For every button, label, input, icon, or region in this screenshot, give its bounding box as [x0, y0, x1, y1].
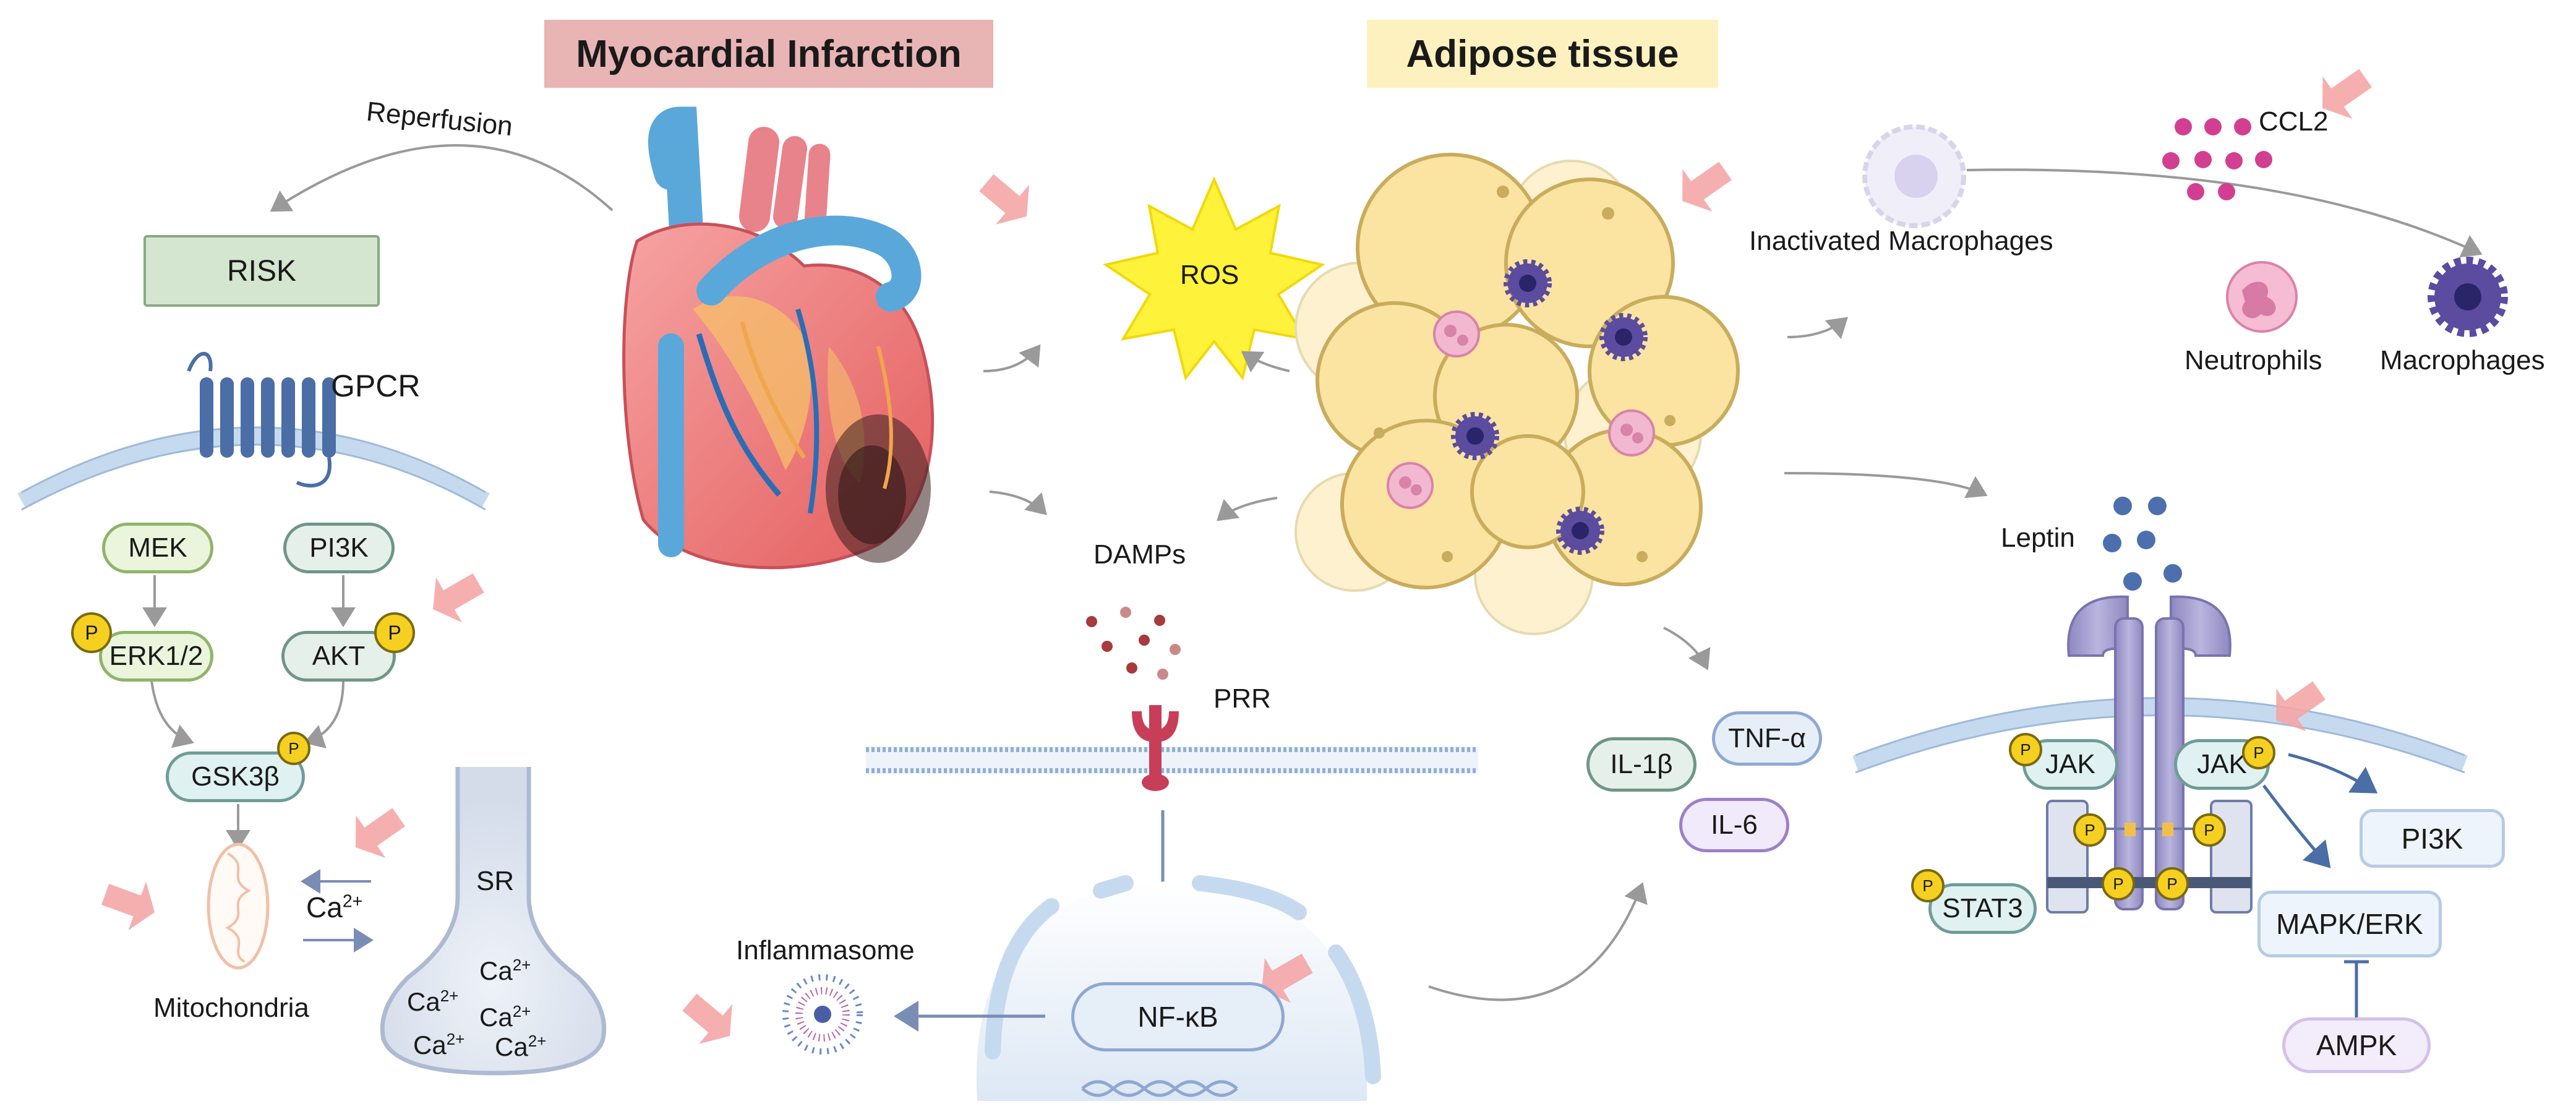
ca-symbol: Ca [306, 891, 343, 923]
ca-charge: 2+ [342, 891, 363, 912]
inflammasome-icon [782, 974, 863, 1055]
pi3k-right-box: PI3K [2360, 809, 2505, 868]
ca-charge: 2+ [528, 1032, 547, 1050]
ca-charge: 2+ [512, 1002, 531, 1021]
ca-symbol: Ca [407, 987, 440, 1016]
phospho-badge-receptor-2: P [2193, 813, 2226, 847]
sarcoplasmic-reticulum [380, 767, 607, 1076]
prr-label: PRR [1213, 683, 1271, 714]
ca-symbol: Ca [479, 1003, 513, 1032]
gpcr-receptor-icon [187, 351, 336, 488]
leptin-receptor-icon [2046, 595, 2253, 914]
gpcr-label: GPCR [331, 369, 421, 403]
jak-left-box: JAK [2022, 739, 2118, 790]
phospho-badge-akt: P [374, 612, 415, 653]
ros-label: ROS [1180, 260, 1239, 290]
mapk-erk-box: MAPK/ERK [2257, 891, 2442, 957]
ca-charge: 2+ [446, 1030, 465, 1048]
phospho-badge-erk: P [71, 612, 112, 653]
nfkb-box: NF-κB [1071, 982, 1285, 1051]
ccl2-dots-icon [2162, 118, 2272, 200]
il6-box: IL-6 [1679, 798, 1789, 852]
mek-box: MEK [102, 523, 213, 573]
damps-dots-icon [1086, 607, 1181, 680]
sr-ca-4: Ca2+ [413, 1030, 464, 1060]
inactivated-macrophages-label: Inactivated Macrophages [1749, 226, 2053, 256]
pink-highlight-arrows [101, 69, 2372, 1044]
stat3-box: STAT3 [1928, 883, 2037, 934]
sr-label: SR [476, 866, 515, 896]
tnfa-box: TNF-α [1712, 711, 1822, 766]
inactivated-macrophage-icon [1862, 124, 1966, 228]
ccl2-label: CCL2 [2259, 106, 2329, 137]
phospho-badge-gsk3b: P [277, 732, 310, 765]
adipose-header: Adipose tissue [1367, 20, 1718, 88]
damps-label: DAMPs [1093, 539, 1186, 570]
sr-ca-1: Ca2+ [479, 956, 531, 986]
pi3k-left-box: PI3K [283, 523, 395, 573]
tissue-macrophage-icon [1451, 259, 1648, 555]
ca-charge: 2+ [512, 956, 531, 974]
prr-membrane [866, 747, 1478, 774]
mitochondria-icon [207, 842, 270, 970]
leptin-label: Leptin [2001, 523, 2075, 553]
leptin-dots-icon [2103, 497, 2182, 591]
ca-flux-label: Ca2+ [306, 891, 362, 924]
neutrophil-icon [2226, 261, 2298, 333]
sr-ca-3: Ca2+ [479, 1002, 531, 1032]
inflammasome-label: Inflammasome [736, 935, 915, 965]
reperfusion-arrow [270, 144, 614, 212]
erk12-box: ERK1/2 [99, 631, 213, 682]
ca-symbol: Ca [413, 1030, 447, 1059]
neutrophils-label: Neutrophils [2184, 345, 2322, 375]
macrophages-label: Macrophages [2380, 345, 2545, 375]
phospho-badge-jak-right: P [2242, 736, 2275, 769]
sr-ca-2: Ca2+ [407, 986, 458, 1017]
phospho-badge-receptor-4: P [2155, 867, 2189, 901]
ampk-box: AMPK [2282, 1017, 2431, 1073]
phospho-badge-receptor-3: P [2102, 867, 2135, 901]
phospho-badge-jak-left: P [2009, 733, 2042, 766]
il1b-box: IL-1β [1586, 737, 1697, 792]
heart-icon [622, 106, 935, 570]
macrophage-icon [2428, 257, 2508, 337]
mitochondria-label: Mitochondria [153, 993, 309, 1023]
phospho-badge-stat3: P [1911, 869, 1945, 902]
risk-box: RISK [143, 235, 380, 307]
phospho-badge-receptor-1: P [2073, 813, 2107, 847]
sr-ca-5: Ca2+ [495, 1032, 546, 1062]
ca-symbol: Ca [479, 956, 513, 985]
adipose-tissue-cluster [1294, 153, 1740, 635]
ca-symbol: Ca [495, 1032, 528, 1061]
tissue-neutrophil-icon [1387, 310, 1655, 509]
ros-star-icon [1103, 176, 1325, 381]
dna-icon [1081, 1080, 1238, 1097]
mi-header: Myocardial Infarction [544, 20, 993, 88]
prr-receptor-icon [1132, 705, 1179, 791]
left-cell-membrane [17, 427, 490, 509]
ca-charge: 2+ [440, 986, 459, 1005]
